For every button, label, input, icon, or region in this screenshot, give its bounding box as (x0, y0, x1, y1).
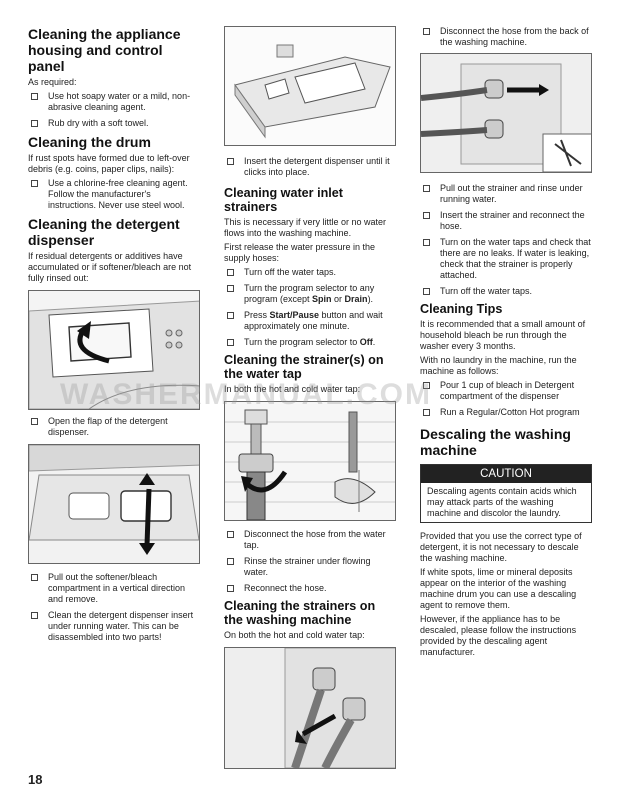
illustration-machine-hose (225, 648, 395, 768)
heading-cleaning-dispenser: Cleaning the detergent dispenser (28, 216, 180, 248)
as-required-text: As required: (28, 77, 77, 87)
list-item: Disconnect the hose from the water tap. (224, 529, 396, 551)
figure-water-tap (224, 401, 396, 521)
caution-box: CAUTION Descaling agents contain acids w… (420, 464, 592, 523)
list-item: Rub dry with a soft towel. (28, 118, 200, 129)
list-item: Use hot soapy water or a mild, non-abras… (28, 91, 200, 113)
drum-list: Use a chlorine-free cleaning agent. Foll… (28, 178, 200, 211)
figure-open-dispenser-flap (28, 290, 200, 410)
open-flap-list: Open the flap of the detergent dispenser… (28, 416, 200, 438)
illustration-water-tap (225, 402, 395, 520)
text-span: button and wait approximately one minute… (244, 310, 383, 331)
release-pressure-list: Turn off the water taps. Turn the progra… (224, 267, 396, 348)
heading-water-inlet-strainers: Cleaning water inlet strainers (224, 186, 343, 214)
tips-text-1: It is recommended that a small amount of… (420, 319, 586, 351)
tap-intro: In both the hot and cold water tap: (224, 384, 361, 394)
list-item: Reconnect the hose. (224, 583, 396, 594)
list-item: Turn the program selector to any program… (224, 283, 396, 305)
list-item: Insert the detergent dispenser until it … (224, 156, 396, 178)
list-item: Open the flap of the detergent dispenser… (28, 416, 200, 438)
column-right: Disconnect the hose from the back of the… (420, 26, 592, 661)
list-item: Run a Regular/Cotton Hot program (420, 407, 592, 418)
disconnect-list: Disconnect the hose from the back of the… (420, 26, 592, 48)
machine-intro: On both the hot and cold water tap: (224, 630, 365, 640)
keyword-start-pause: Start/Pause (269, 310, 320, 320)
illustration-dispenser-flap (29, 291, 199, 409)
caution-text: Descaling agents contain acids which may… (427, 486, 577, 518)
column-middle: Insert the detergent dispenser until it … (224, 26, 396, 769)
inlet-intro-2: First release the water pressure in the … (224, 242, 376, 263)
descale-text-3: However, if the appliance has to be desc… (420, 614, 577, 657)
list-item: Use a chlorine-free cleaning agent. Foll… (28, 178, 200, 211)
figure-machine-hose (224, 647, 396, 769)
illustration-detergent-dispenser (225, 27, 395, 145)
illustration-pull-out-compartment (29, 445, 199, 563)
page-number: 18 (28, 772, 43, 787)
figure-detergent-dispenser (224, 26, 396, 146)
list-item: Turn the program selector to Off. (224, 337, 396, 348)
heading-descaling: Descaling the washing machine (420, 426, 571, 458)
text-span: Turn the program selector to any program… (244, 283, 375, 304)
caution-title: CAUTION (421, 465, 591, 483)
keyword-drain: Drain (344, 294, 368, 304)
illustration-back-hose (421, 54, 591, 172)
tips-list: Pour 1 cup of bleach in Detergent compar… (420, 380, 592, 418)
strainer-steps: Pull out the strainer and rinse under ru… (420, 183, 592, 297)
drum-intro: If rust spots have formed due to left-ov… (28, 153, 190, 174)
insert-dispenser-list: Insert the detergent dispenser until it … (224, 156, 396, 178)
tips-text-2: With no laundry in the machine, run the … (420, 355, 577, 376)
inlet-intro-1: This is necessary if very little or no w… (224, 217, 387, 238)
heading-strainer-water-tap: Cleaning the strainer(s) on the water ta… (224, 353, 384, 381)
descale-text-2: If white spots, lime or mineral deposits… (420, 567, 577, 610)
keyword-spin: Spin (312, 294, 332, 304)
list-item: Pull out the strainer and rinse under ru… (420, 183, 592, 205)
list-item: Turn on the water taps and check that th… (420, 237, 592, 281)
keyword-off: Off (359, 337, 373, 347)
descale-text-1: Provided that you use the correct type o… (420, 531, 582, 563)
text-span: or (331, 294, 345, 304)
list-item: Clean the detergent dispenser insert und… (28, 610, 200, 643)
figure-back-hose (420, 53, 592, 173)
heading-strainers-machine: Cleaning the strainers on the washing ma… (224, 599, 376, 627)
heading-cleaning-housing: Cleaning the appliance housing and contr… (28, 26, 181, 74)
list-item: Rinse the strainer under flowing water. (224, 556, 396, 578)
list-item: Disconnect the hose from the back of the… (420, 26, 592, 48)
list-item: Insert the strainer and reconnect the ho… (420, 210, 592, 232)
text-span: . (372, 337, 376, 347)
dispenser-steps: Pull out the softener/bleach compartment… (28, 572, 200, 643)
column-left: Cleaning the appliance housing and contr… (28, 26, 200, 648)
tap-steps: Disconnect the hose from the water tap. … (224, 529, 396, 594)
text-span: Turn the program selector to (244, 337, 360, 347)
heading-cleaning-drum: Cleaning the drum (28, 134, 151, 150)
text-span: Press (244, 310, 270, 320)
heading-cleaning-tips: Cleaning Tips (420, 302, 503, 316)
figure-pull-out-compartment (28, 444, 200, 564)
list-item: Pull out the softener/bleach compartment… (28, 572, 200, 605)
text-span: ). (367, 294, 374, 304)
housing-list: Use hot soapy water or a mild, non-abras… (28, 91, 200, 129)
list-item: Turn off the water taps. (420, 286, 592, 297)
list-item: Press Start/Pause button and wait approx… (224, 310, 396, 332)
dispenser-intro: If residual detergents or additives have… (28, 251, 192, 283)
list-item: Pour 1 cup of bleach in Detergent compar… (420, 380, 592, 402)
list-item: Turn off the water taps. (224, 267, 396, 278)
